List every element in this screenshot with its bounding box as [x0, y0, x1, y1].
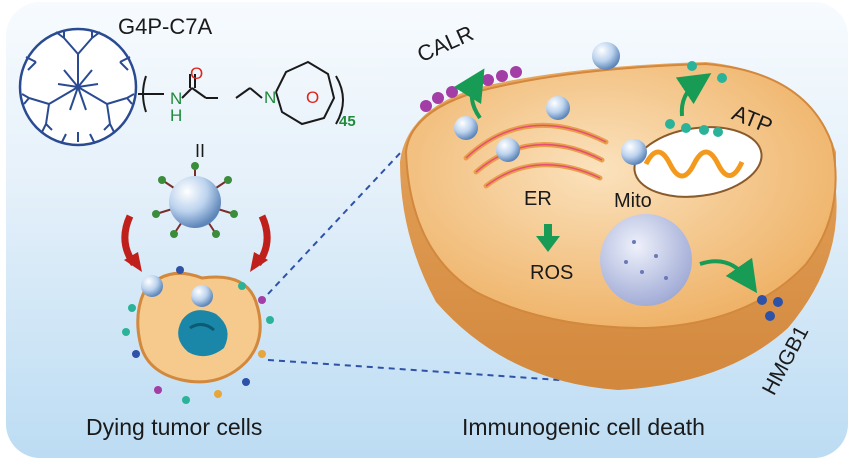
label-ros: ROS — [530, 262, 574, 284]
label-mito: Mito — [614, 190, 652, 212]
zoom-connector — [267, 133, 619, 385]
nanoparticle-small — [454, 42, 647, 165]
equals-symbol: II — [195, 141, 206, 161]
green-arrow-icon — [453, 68, 758, 294]
atom-o-ester: O — [306, 88, 320, 107]
caption-dying-tumor-cells: Dying tumor cells — [86, 414, 263, 440]
figure-drawing — [18, 27, 837, 404]
er-icon-inner — [465, 124, 607, 187]
dendrimer-icon — [18, 27, 138, 147]
released-particles — [122, 266, 274, 404]
compound-title: G4P-C7A — [118, 14, 213, 39]
lysosome-icon — [600, 214, 692, 306]
repeat-count: 45 — [339, 113, 356, 130]
hmgb1-dots — [757, 295, 783, 321]
figure-panel: G4P-C7A II O O N N H 45 CALR ATP ER Mito… — [6, 2, 848, 458]
nanoparticle-small — [141, 275, 213, 307]
chemical-structure — [138, 60, 344, 126]
atom-nh: N H — [170, 89, 183, 125]
label-er: ER — [524, 188, 552, 210]
atom-n-ring: N — [264, 88, 277, 107]
caption-immunogenic-cell-death: Immunogenic cell death — [462, 414, 705, 440]
mitochondria-icon — [633, 126, 763, 198]
dying-tumor-cell — [136, 271, 262, 384]
ros-arrow-icon — [536, 224, 560, 252]
atp-dots — [665, 61, 727, 137]
atom-o-carbonyl: O — [190, 64, 204, 83]
nanoparticle-large — [152, 162, 238, 238]
